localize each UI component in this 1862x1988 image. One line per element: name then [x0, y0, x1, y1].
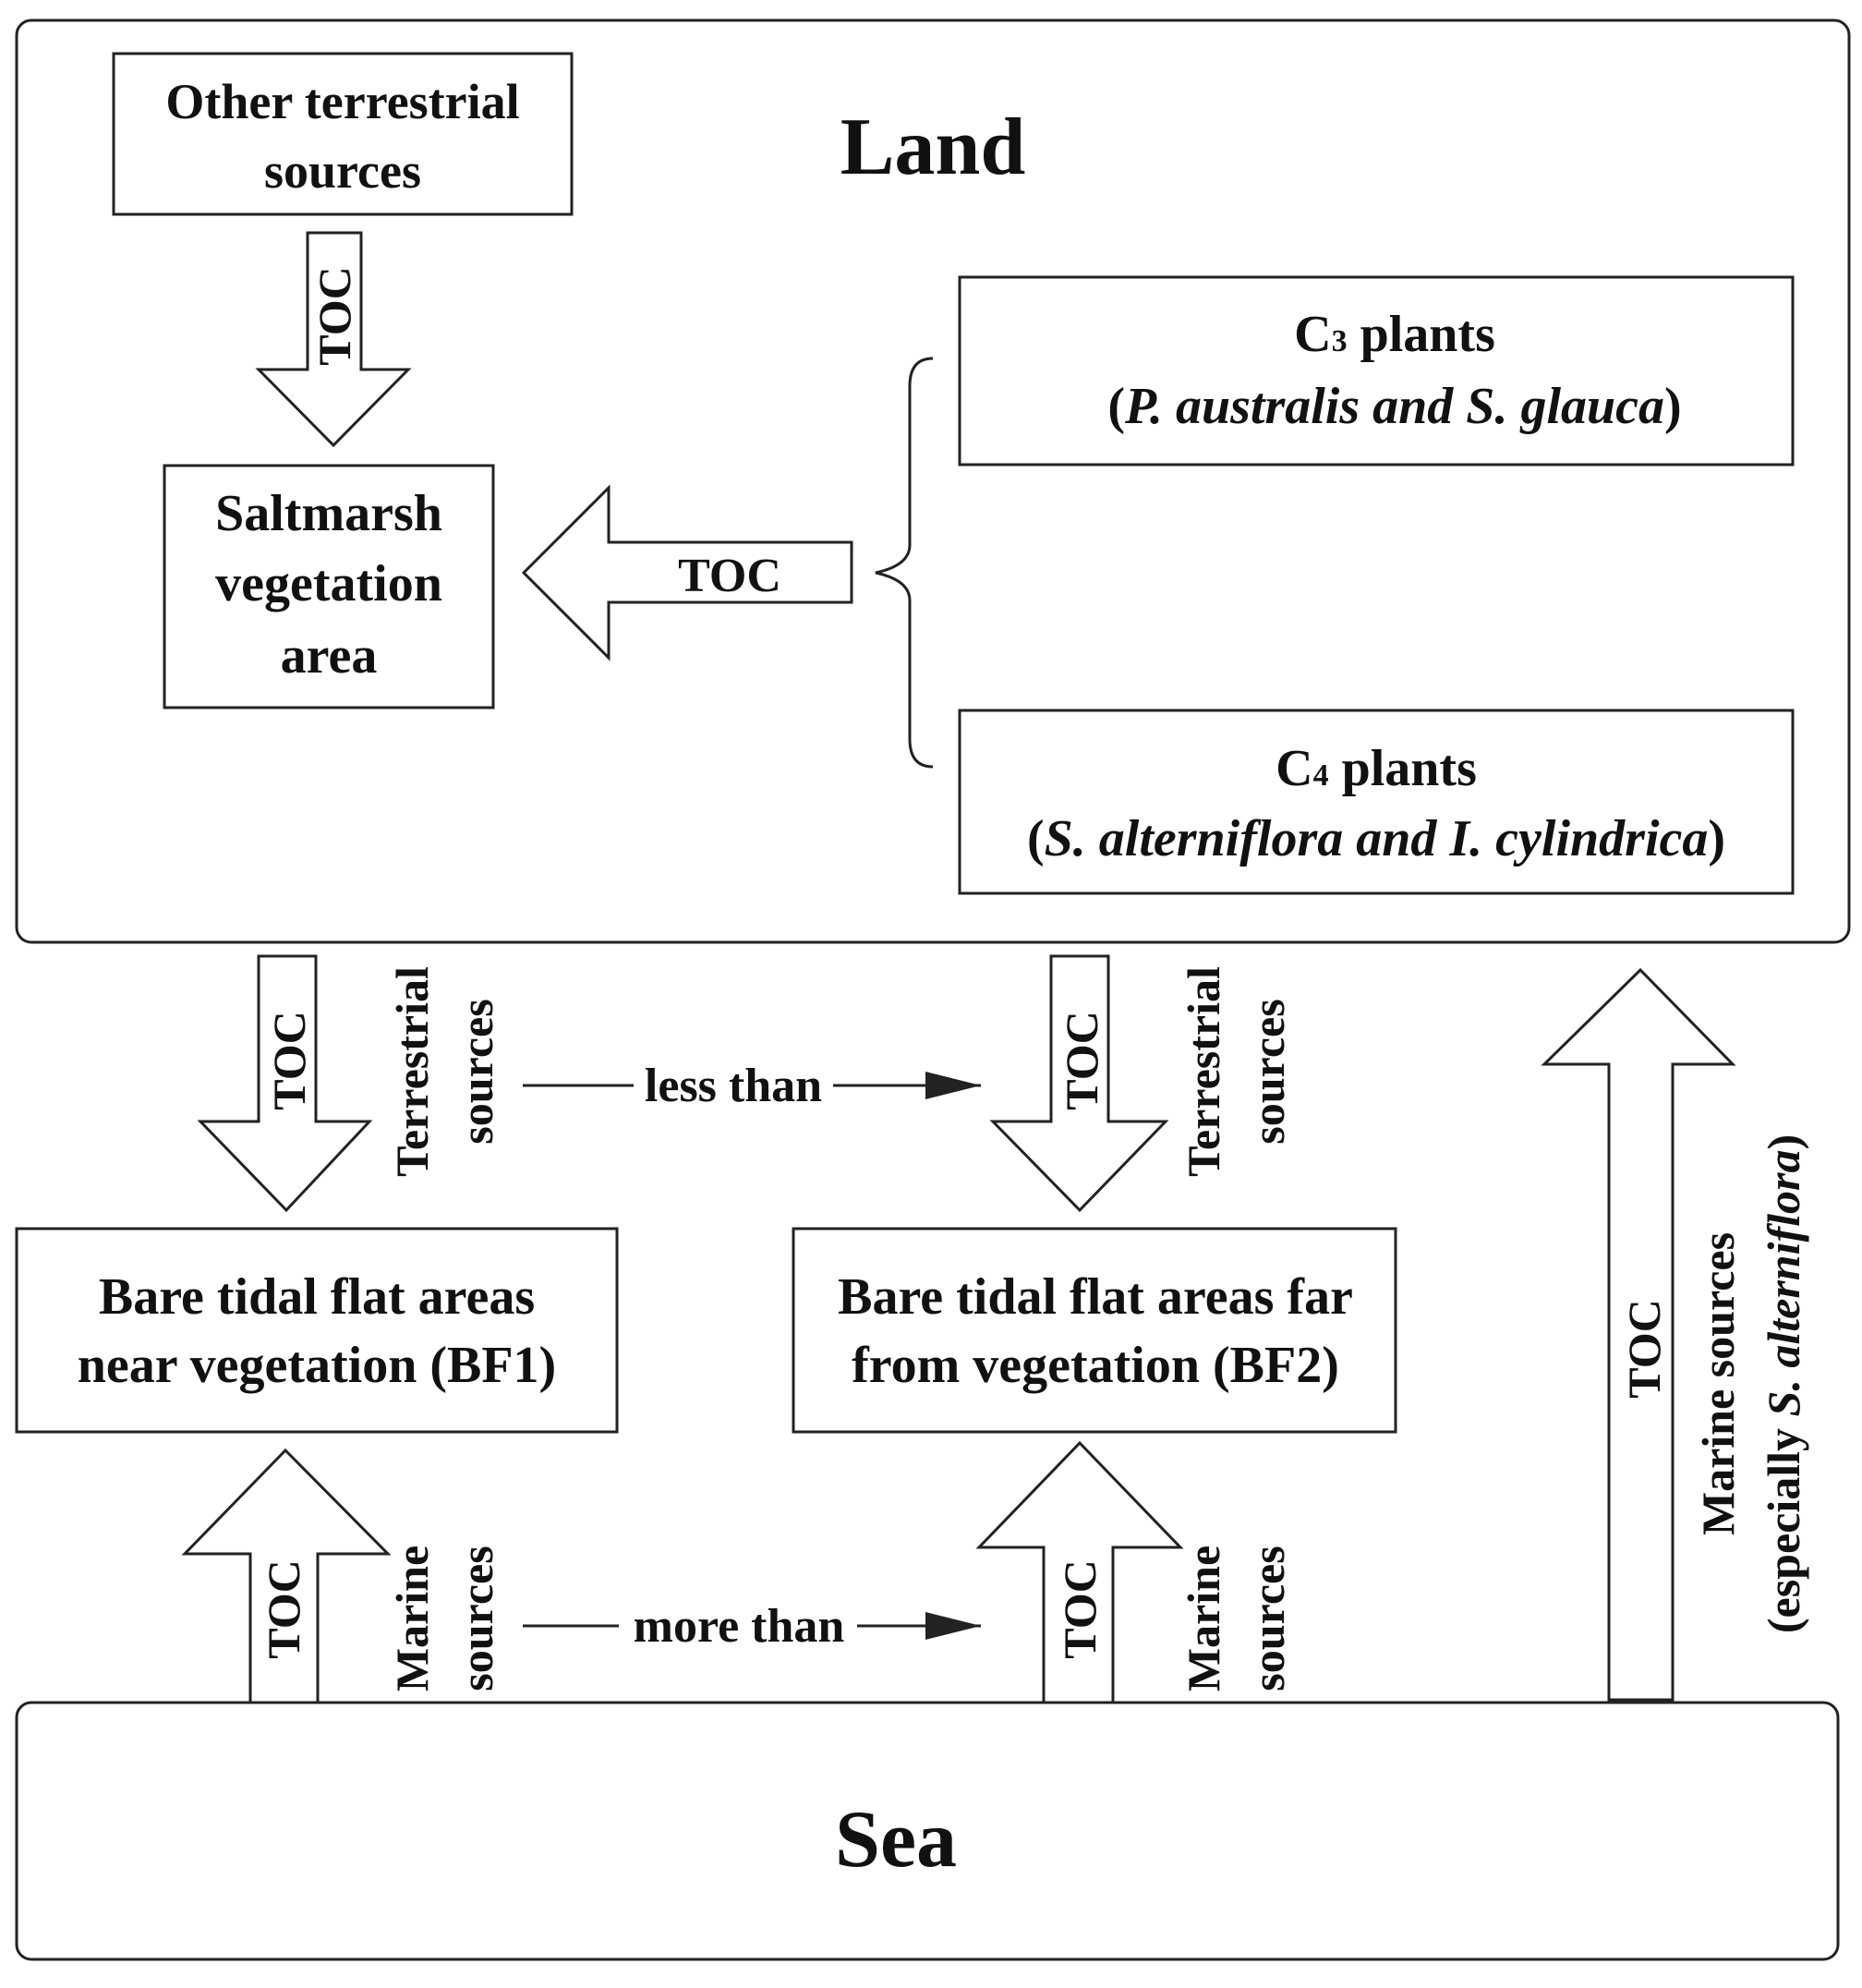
other-terrestrial-box — [112, 52, 574, 216]
toc-label-bf2-top: TOC — [1056, 1011, 1107, 1109]
plants-brace — [875, 357, 934, 769]
toc-arrow-plants-to-saltmarsh — [521, 484, 853, 661]
c4-title: C4 plants — [1276, 740, 1477, 797]
marine-label-bf2-line2: sources — [1242, 1546, 1294, 1691]
sea-label: Sea — [835, 1795, 957, 1885]
toc-label-sea-to-land: TOC — [1618, 1299, 1670, 1398]
marine-especially-line1: Marine sources — [1692, 1232, 1744, 1535]
saltmarsh-box — [163, 464, 495, 709]
sea-region — [15, 1701, 1840, 1961]
bf1-box — [15, 1227, 619, 1434]
saltmarsh-line3: area — [281, 627, 378, 685]
more-than-label: more than — [634, 1600, 845, 1653]
toc-label-plants: TOC — [678, 550, 781, 602]
toc-label-other: TOC — [308, 266, 360, 365]
bf1-line1: Bare tidal flat areas — [99, 1268, 535, 1326]
toc-arrow-sea-to-land — [1541, 967, 1736, 1702]
saltmarsh-line1: Saltmarsh — [215, 485, 442, 542]
toc-arrow-sea-to-bf1 — [181, 1448, 392, 1704]
marine-label-bf2-line1: Marine — [1178, 1546, 1229, 1691]
other-terrestrial-line1: Other terrestrial — [165, 74, 519, 129]
c4-plants-box — [958, 709, 1795, 895]
terrestrial-label-bf1-line2: sources — [451, 999, 502, 1144]
toc-label-bf1-top: TOC — [263, 1011, 315, 1109]
c3-title: C3 plants — [1294, 306, 1495, 363]
bf2-box — [792, 1227, 1397, 1434]
c3-species: (P. australis and S. glauca) — [1107, 378, 1681, 435]
marine-label-bf1-line1: Marine — [386, 1546, 438, 1691]
terrestrial-label-bf2-line2: sources — [1242, 999, 1294, 1144]
toc-arrow-land-to-bf1 — [197, 954, 373, 1213]
bf2-line2: from vegetation (BF2) — [852, 1337, 1339, 1394]
bf2-line1: Bare tidal flat areas far — [838, 1268, 1353, 1326]
terrestrial-label-bf2-line1: Terrestrial — [1178, 966, 1229, 1177]
c4-species: (S. alterniflora and I. cylindrica) — [1027, 810, 1725, 867]
toc-label-bf2-bottom: TOC — [1054, 1559, 1106, 1658]
toc-label-bf1-bottom: TOC — [258, 1559, 309, 1658]
other-terrestrial-line2: sources — [264, 143, 421, 199]
saltmarsh-line2: vegetation — [215, 555, 442, 612]
marine-label-bf1-line2: sources — [451, 1546, 502, 1691]
toc-arrow-land-to-bf2 — [989, 954, 1169, 1213]
bf1-line2: near vegetation (BF1) — [78, 1337, 556, 1394]
less-than-label: less than — [645, 1060, 822, 1112]
toc-arrow-sea-to-bf2 — [975, 1440, 1184, 1704]
marine-especially-line2: (especially S. alterniflora) — [1758, 1134, 1809, 1633]
land-label: Land — [840, 103, 1026, 192]
toc-arrow-other-to-saltmarsh — [255, 231, 412, 448]
terrestrial-label-bf1-line1: Terrestrial — [386, 966, 438, 1177]
c3-plants-box — [958, 275, 1795, 467]
